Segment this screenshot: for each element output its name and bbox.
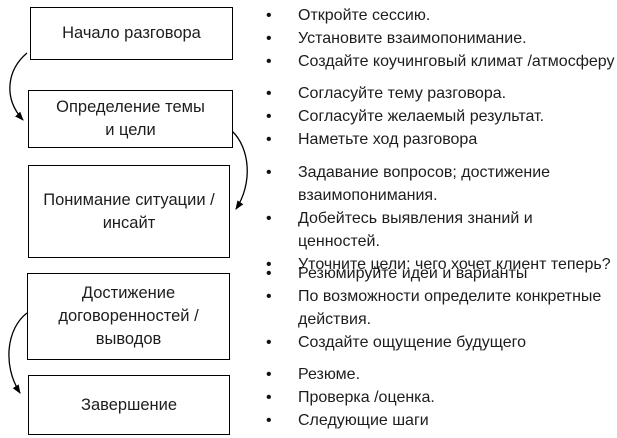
bullet-text: Наметьте ход разговора	[298, 131, 478, 148]
flow-step-label: Достижение договоренностей / выводов	[58, 284, 199, 348]
bullet-group-topic-goal: • Согласуйте тему разговора. • Согласуйт…	[262, 82, 617, 151]
bullet-text: Создайте коучинговый климат /атмосферу	[298, 53, 615, 70]
bullet-text: Резюме.	[298, 366, 361, 383]
bullet-group-start: • Откройте сессию. • Установите взаимопо…	[262, 4, 617, 73]
arrow-step4-to-step5-icon	[8, 312, 28, 394]
list-item: • Резюмируйте идеи и варианты	[262, 262, 617, 285]
flow-step-box-topic-goal: Определение темы и цели	[28, 90, 233, 148]
bullet-icon: •	[266, 366, 272, 383]
list-item: • Согласуйте желаемый результат.	[262, 105, 617, 128]
bullet-text: Создайте ощущение будущего	[298, 334, 527, 351]
bullet-text: Резюмируйте идеи и варианты	[298, 265, 528, 282]
bullet-icon: •	[266, 164, 272, 181]
bullet-text: Согласуйте желаемый результат.	[298, 108, 545, 125]
bullet-icon: •	[266, 389, 272, 406]
bullet-text: Проверка /оценка.	[298, 389, 435, 406]
flow-step-box-finish: Завершение	[28, 375, 230, 435]
bullet-icon: •	[266, 85, 272, 102]
list-item: • Создайте коучинговый климат /атмосферу	[262, 50, 617, 73]
list-item: • По возможности определите конкретные д…	[262, 285, 617, 331]
arrow-step2-to-step3-icon	[231, 130, 248, 210]
flow-step-label: Понимание ситуации / инсайт	[43, 190, 215, 232]
bullet-text: Добейтесь выявления знаний и ценностей.	[298, 210, 533, 250]
bullet-icon: •	[266, 210, 272, 227]
bullet-icon: •	[266, 108, 272, 125]
list-item: • Резюме.	[262, 363, 617, 386]
bullet-icon: •	[266, 30, 272, 47]
flow-step-label: Завершение	[81, 395, 177, 414]
bullet-group-agreements: • Резюмируйте идеи и варианты • По возмо…	[262, 262, 617, 354]
bullet-text: По возможности определите конкретные дей…	[298, 288, 602, 328]
bullet-icon: •	[266, 131, 272, 148]
bullet-text: Установите взаимопонимание.	[298, 30, 527, 47]
bullet-text: Откройте сессию.	[298, 7, 431, 24]
bullet-group-finish: • Резюме. • Проверка /оценка. • Следующи…	[262, 363, 617, 432]
bullet-icon: •	[266, 265, 272, 282]
list-item: • Проверка /оценка.	[262, 386, 617, 409]
list-item: • Откройте сессию.	[262, 4, 617, 27]
bullet-icon: •	[266, 412, 272, 429]
bullet-text: Задавание вопросов; достижение взаимопон…	[298, 164, 551, 204]
bullet-icon: •	[266, 256, 272, 273]
list-item: • Наметьте ход разговора	[262, 128, 617, 151]
bullet-text: Уточните цели: чего хочет клиент теперь?	[298, 256, 611, 273]
bullet-icon: •	[266, 288, 272, 305]
list-item: • Добейтесь выявления знаний и ценностей…	[262, 207, 617, 253]
list-item: • Уточните цели: чего хочет клиент тепер…	[262, 253, 617, 276]
list-item: • Согласуйте тему разговора.	[262, 82, 617, 105]
flow-step-label: Начало разговора	[62, 24, 201, 42]
flow-step-box-insight: Понимание ситуации / инсайт	[28, 165, 230, 258]
list-item: • Задавание вопросов; достижение взаимоп…	[262, 161, 617, 207]
list-item: • Создайте ощущение будущего	[262, 331, 617, 354]
flow-step-box-agreements: Достижение договоренностей / выводов	[27, 273, 230, 360]
flow-step-box-start: Начало разговора	[30, 7, 233, 60]
list-item: • Установите взаимопонимание.	[262, 27, 617, 50]
list-item: • Следующие шаги	[262, 409, 617, 432]
bullet-group-insight: • Задавание вопросов; достижение взаимоп…	[262, 161, 617, 276]
bullet-icon: •	[266, 53, 272, 70]
flow-step-label: Определение темы и цели	[56, 98, 205, 139]
bullet-text: Следующие шаги	[298, 412, 429, 429]
arrow-step1-to-step2-icon	[9, 52, 28, 121]
bullet-icon: •	[266, 7, 272, 24]
bullet-text: Согласуйте тему разговора.	[298, 85, 507, 102]
bullet-icon: •	[266, 334, 272, 351]
